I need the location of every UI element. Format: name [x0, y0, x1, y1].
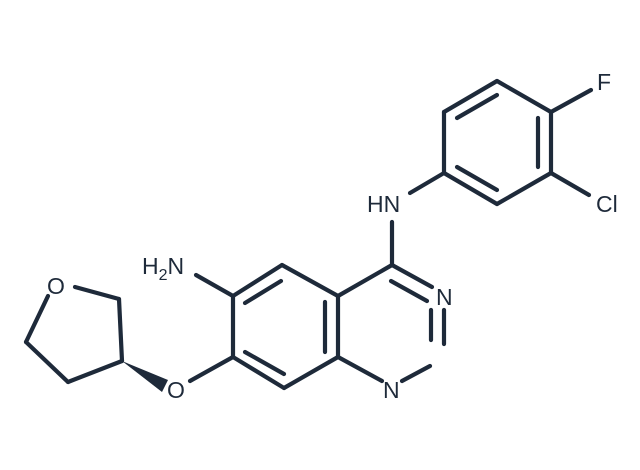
stereo-wedge-bond	[122, 361, 168, 392]
oxolanyloxy-substituent	[23, 284, 236, 392]
atom-fluorine: F	[597, 69, 611, 95]
atom-pyrimidine-n3: N	[436, 284, 453, 310]
atom-ether-oxygen: O	[167, 377, 185, 403]
pyrimidine-ring	[335, 262, 447, 384]
atom-secondary-amine: HN	[367, 191, 400, 217]
atom-ring-oxygen: O	[47, 273, 65, 299]
atom-pyrimidine-n1: N	[383, 377, 400, 403]
aniline-substituent	[389, 78, 594, 268]
atom-primary-amine: H2N	[142, 253, 184, 284]
amine-bond	[193, 272, 236, 299]
benzo-ring	[230, 262, 341, 391]
atom-chlorine: Cl	[596, 191, 618, 217]
